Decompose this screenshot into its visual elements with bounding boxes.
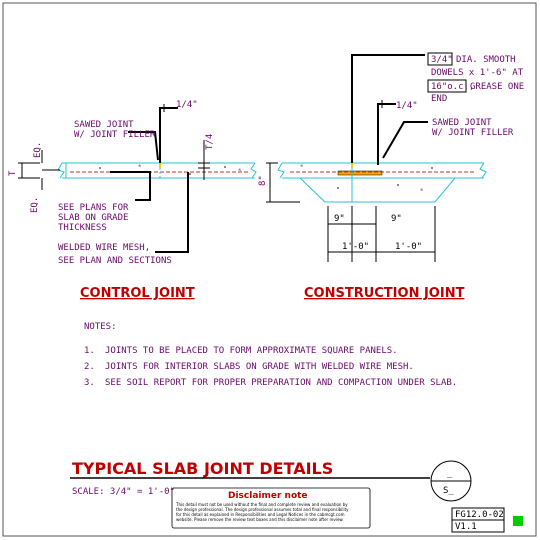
- control-joint-drawing: [18, 104, 257, 253]
- dowel-bar: [337, 170, 383, 176]
- control-t-label: T: [8, 170, 18, 176]
- construction-joint-drawing: [266, 54, 487, 262]
- control-mesh-line2: SEE PLAN AND SECTIONS: [58, 256, 172, 266]
- control-joint-title: CONTROL JOINT: [80, 286, 195, 301]
- disclaimer-line2: the design professional. The design prof…: [176, 507, 349, 512]
- disclaimer-line1: This detail must not be used without the…: [175, 502, 348, 507]
- note-3-num: 3.: [84, 378, 95, 388]
- dowel-line1-rest: DIA. SMOOTH: [456, 55, 516, 65]
- version-label: V1.1: [455, 522, 477, 532]
- control-sawed-line1: SAWED JOINT: [74, 120, 134, 130]
- construction-8-label: 8": [258, 175, 268, 186]
- construction-10-right: 1'-0": [395, 242, 422, 252]
- control-plans-line1: SEE PLANS FOR: [58, 203, 129, 213]
- control-eq-bottom: EQ.: [30, 197, 40, 213]
- control-eq-top: EQ.: [33, 142, 43, 158]
- sheet-title: TYPICAL SLAB JOINT DETAILS: [72, 459, 333, 478]
- notes-heading: NOTES:: [84, 322, 117, 332]
- dowel-spacing: 16"o.c.,: [431, 82, 474, 92]
- section-bottom: S_: [443, 486, 454, 496]
- section-top: _: [447, 469, 453, 479]
- note-2-text: JOINTS FOR INTERIOR SLABS ON GRADE WITH …: [105, 362, 414, 372]
- control-mesh-line1: WELDED WIRE MESH,: [58, 243, 150, 253]
- control-quarter-leader: [159, 107, 178, 163]
- construction-10-left: 1'-0": [342, 242, 369, 252]
- dowel-line2: DOWELS x 1'-6" AT: [431, 68, 524, 78]
- disclaimer-box: [171, 487, 371, 529]
- control-quarter-label: 1/4": [176, 100, 198, 110]
- construction-quarter-label: 1/4": [396, 101, 418, 111]
- scale-label: SCALE: 3/4" = 1'-0": [72, 487, 175, 497]
- disclaimer-line3: for this detail as explained in Responsi…: [176, 512, 345, 517]
- note-2-num: 2.: [84, 362, 95, 372]
- control-t4-label: T/4: [205, 134, 215, 150]
- construction-9-left: 9": [334, 214, 345, 224]
- construction-9-right: 9": [391, 214, 402, 224]
- dowel-spacing-box: [427, 79, 467, 93]
- disclaimer-title: Disclaimer note: [228, 491, 308, 501]
- detail-number: FG12.0-02: [455, 510, 504, 520]
- status-square: [513, 516, 523, 526]
- construction-sawed-line1: SAWED JOINT: [432, 118, 492, 128]
- note-1-num: 1.: [84, 346, 95, 356]
- dowel-grease: GREASE ONE: [470, 82, 524, 92]
- control-plans-line3: THICKNESS: [58, 223, 107, 233]
- construction-sawed-line2: W/ JOINT FILLER: [432, 128, 514, 138]
- note-3-text: SEE SOIL REPORT FOR PROPER PREPARATION A…: [105, 378, 457, 388]
- disclaimer-line4: website. Please remove the review text b…: [176, 517, 344, 522]
- control-plans-line2: SLAB ON GRADE: [58, 213, 128, 223]
- dowel-size-box: [427, 52, 453, 66]
- control-sawed-line2: W/ JOINT FILLER: [74, 130, 156, 140]
- dowel-size: 3/4": [431, 55, 453, 65]
- construction-joint-title: CONSTRUCTION JOINT: [304, 286, 465, 301]
- note-1-text: JOINTS TO BE PLACED TO FORM APPROXIMATE …: [105, 346, 398, 356]
- dowel-end: END: [431, 94, 447, 104]
